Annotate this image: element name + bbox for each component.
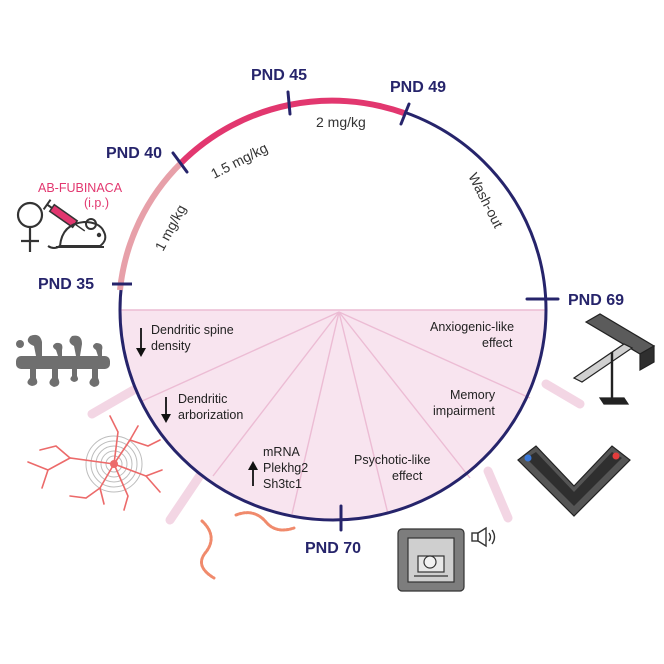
- effect-anxiogenic-like: Anxiogenic-like effect: [430, 320, 514, 350]
- effect-psychotic-line2: effect: [392, 469, 423, 483]
- drug-name: AB-FUBINACA: [38, 181, 123, 195]
- timepoint-ticks: [171, 90, 560, 532]
- effect-mrna-line3: Sh3tc1: [263, 477, 302, 491]
- startle-chamber-icon: [397, 528, 465, 592]
- effect-psychotic-line1: Psychotic-like: [354, 453, 430, 467]
- pnd49-label: PND 49: [390, 79, 446, 96]
- dose-label-2mgkg: 2 mg/kg: [316, 114, 366, 130]
- effect-spine-line2: density: [151, 339, 191, 353]
- dendritic-spines-icon: [16, 334, 110, 387]
- effect-mrna: mRNA Plekhg2 Sh3tc1: [263, 445, 308, 491]
- effect-arbor-line1: Dendritic: [178, 392, 227, 406]
- effect-memory-line1: Memory: [450, 388, 496, 402]
- pnd35-label: PND 35: [38, 276, 94, 293]
- effect-spine-line1: Dendritic spine: [151, 323, 234, 337]
- pnd40-label: PND 40: [106, 145, 162, 162]
- dose-label-1-5mgkg: 1.5 mg/kg: [208, 140, 270, 182]
- pnd45-label: PND 45: [251, 67, 307, 84]
- drug-route: (i.p.): [84, 196, 109, 210]
- effect-dividers: [120, 309, 546, 515]
- dose-arc-2mgkg: [288, 97, 405, 116]
- speaker-icon: [471, 526, 496, 548]
- dose-arc-1mgkg: [117, 160, 184, 291]
- mrna-icon: [200, 511, 296, 580]
- effect-anxio-line2: effect: [482, 336, 513, 350]
- effect-dendritic-arborization: Dendritic arborization: [178, 392, 243, 422]
- female-symbol-icon: [16, 201, 44, 252]
- y-maze-icon: [517, 445, 631, 517]
- mouse-icon: [47, 218, 107, 249]
- effect-mrna-line1: mRNA: [263, 445, 300, 459]
- effect-memory-impairment: Memory impairment: [433, 388, 496, 418]
- effect-anxio-line1: Anxiogenic-like: [430, 320, 514, 334]
- pnd70-label: PND 70: [305, 540, 361, 557]
- effect-spine-density: Dendritic spine density: [151, 323, 234, 353]
- neuron-icon: [27, 415, 163, 511]
- effect-memory-line2: impairment: [433, 404, 495, 418]
- effect-psychotic-like: Psychotic-like effect: [354, 453, 430, 483]
- dose-arc-1-5mgkg: [178, 102, 290, 166]
- dose-label-1mgkg: 1 mg/kg: [152, 202, 190, 253]
- effect-arrows: [136, 328, 258, 486]
- effect-arbor-line2: arborization: [178, 408, 243, 422]
- elevated-plus-maze-icon: [572, 313, 656, 405]
- pnd69-label: PND 69: [568, 292, 624, 309]
- effect-mrna-line2: Plekhg2: [263, 461, 308, 475]
